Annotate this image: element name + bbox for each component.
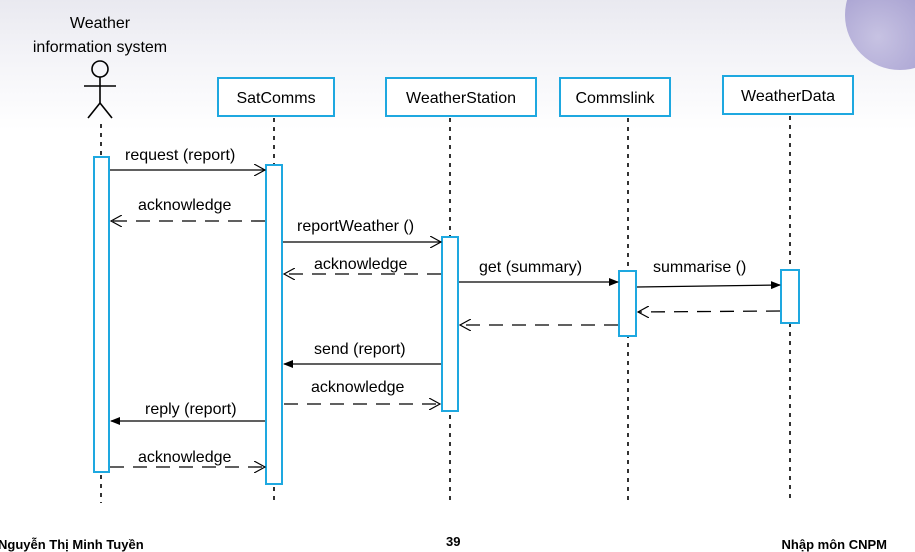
activation-satcomms <box>265 164 283 485</box>
object-satcomms-label: SatComms <box>236 90 315 107</box>
activation-commslink <box>618 270 637 337</box>
object-weatherdata: WeatherData <box>722 75 854 115</box>
message-acknowledge-2-label: acknowledge <box>314 256 408 273</box>
message-reportweather-label: reportWeather () <box>297 218 414 235</box>
footer-course: Nhập môn CNPM <box>781 537 887 552</box>
object-weatherstation-label: WeatherStation <box>406 90 516 107</box>
message-get-summary-label: get (summary) <box>479 259 582 276</box>
object-weatherstation: WeatherStation <box>385 77 537 117</box>
message-summarise-label: summarise () <box>653 259 746 276</box>
message-acknowledge-4-label: acknowledge <box>138 449 232 466</box>
message-send-report-label: send (report) <box>314 341 406 358</box>
actor-stick-figure-icon <box>84 60 116 119</box>
actor-title-line1: Weather <box>70 15 131 32</box>
message-acknowledge-3-label: acknowledge <box>311 379 405 396</box>
activation-weatherdata <box>780 269 800 324</box>
actor-title-line2: information system <box>33 39 167 56</box>
message-request-report-label: request (report) <box>125 147 235 164</box>
object-commslink: Commslink <box>559 77 671 117</box>
footer-author: Nguyễn Thị Minh Tuyền <box>0 537 144 552</box>
activation-actor <box>93 156 110 473</box>
message-summarise-arrow <box>636 281 781 290</box>
message-reply-report-label: reply (report) <box>145 401 237 418</box>
footer-page-number: 39 <box>446 534 461 549</box>
object-satcomms: SatComms <box>217 77 335 117</box>
object-commslink-label: Commslink <box>575 90 655 107</box>
object-weatherdata-label: WeatherData <box>741 88 835 105</box>
message-return-weatherdata-arrow <box>638 311 781 312</box>
activation-weatherstation <box>441 236 459 412</box>
message-acknowledge-1-label: acknowledge <box>138 197 232 214</box>
